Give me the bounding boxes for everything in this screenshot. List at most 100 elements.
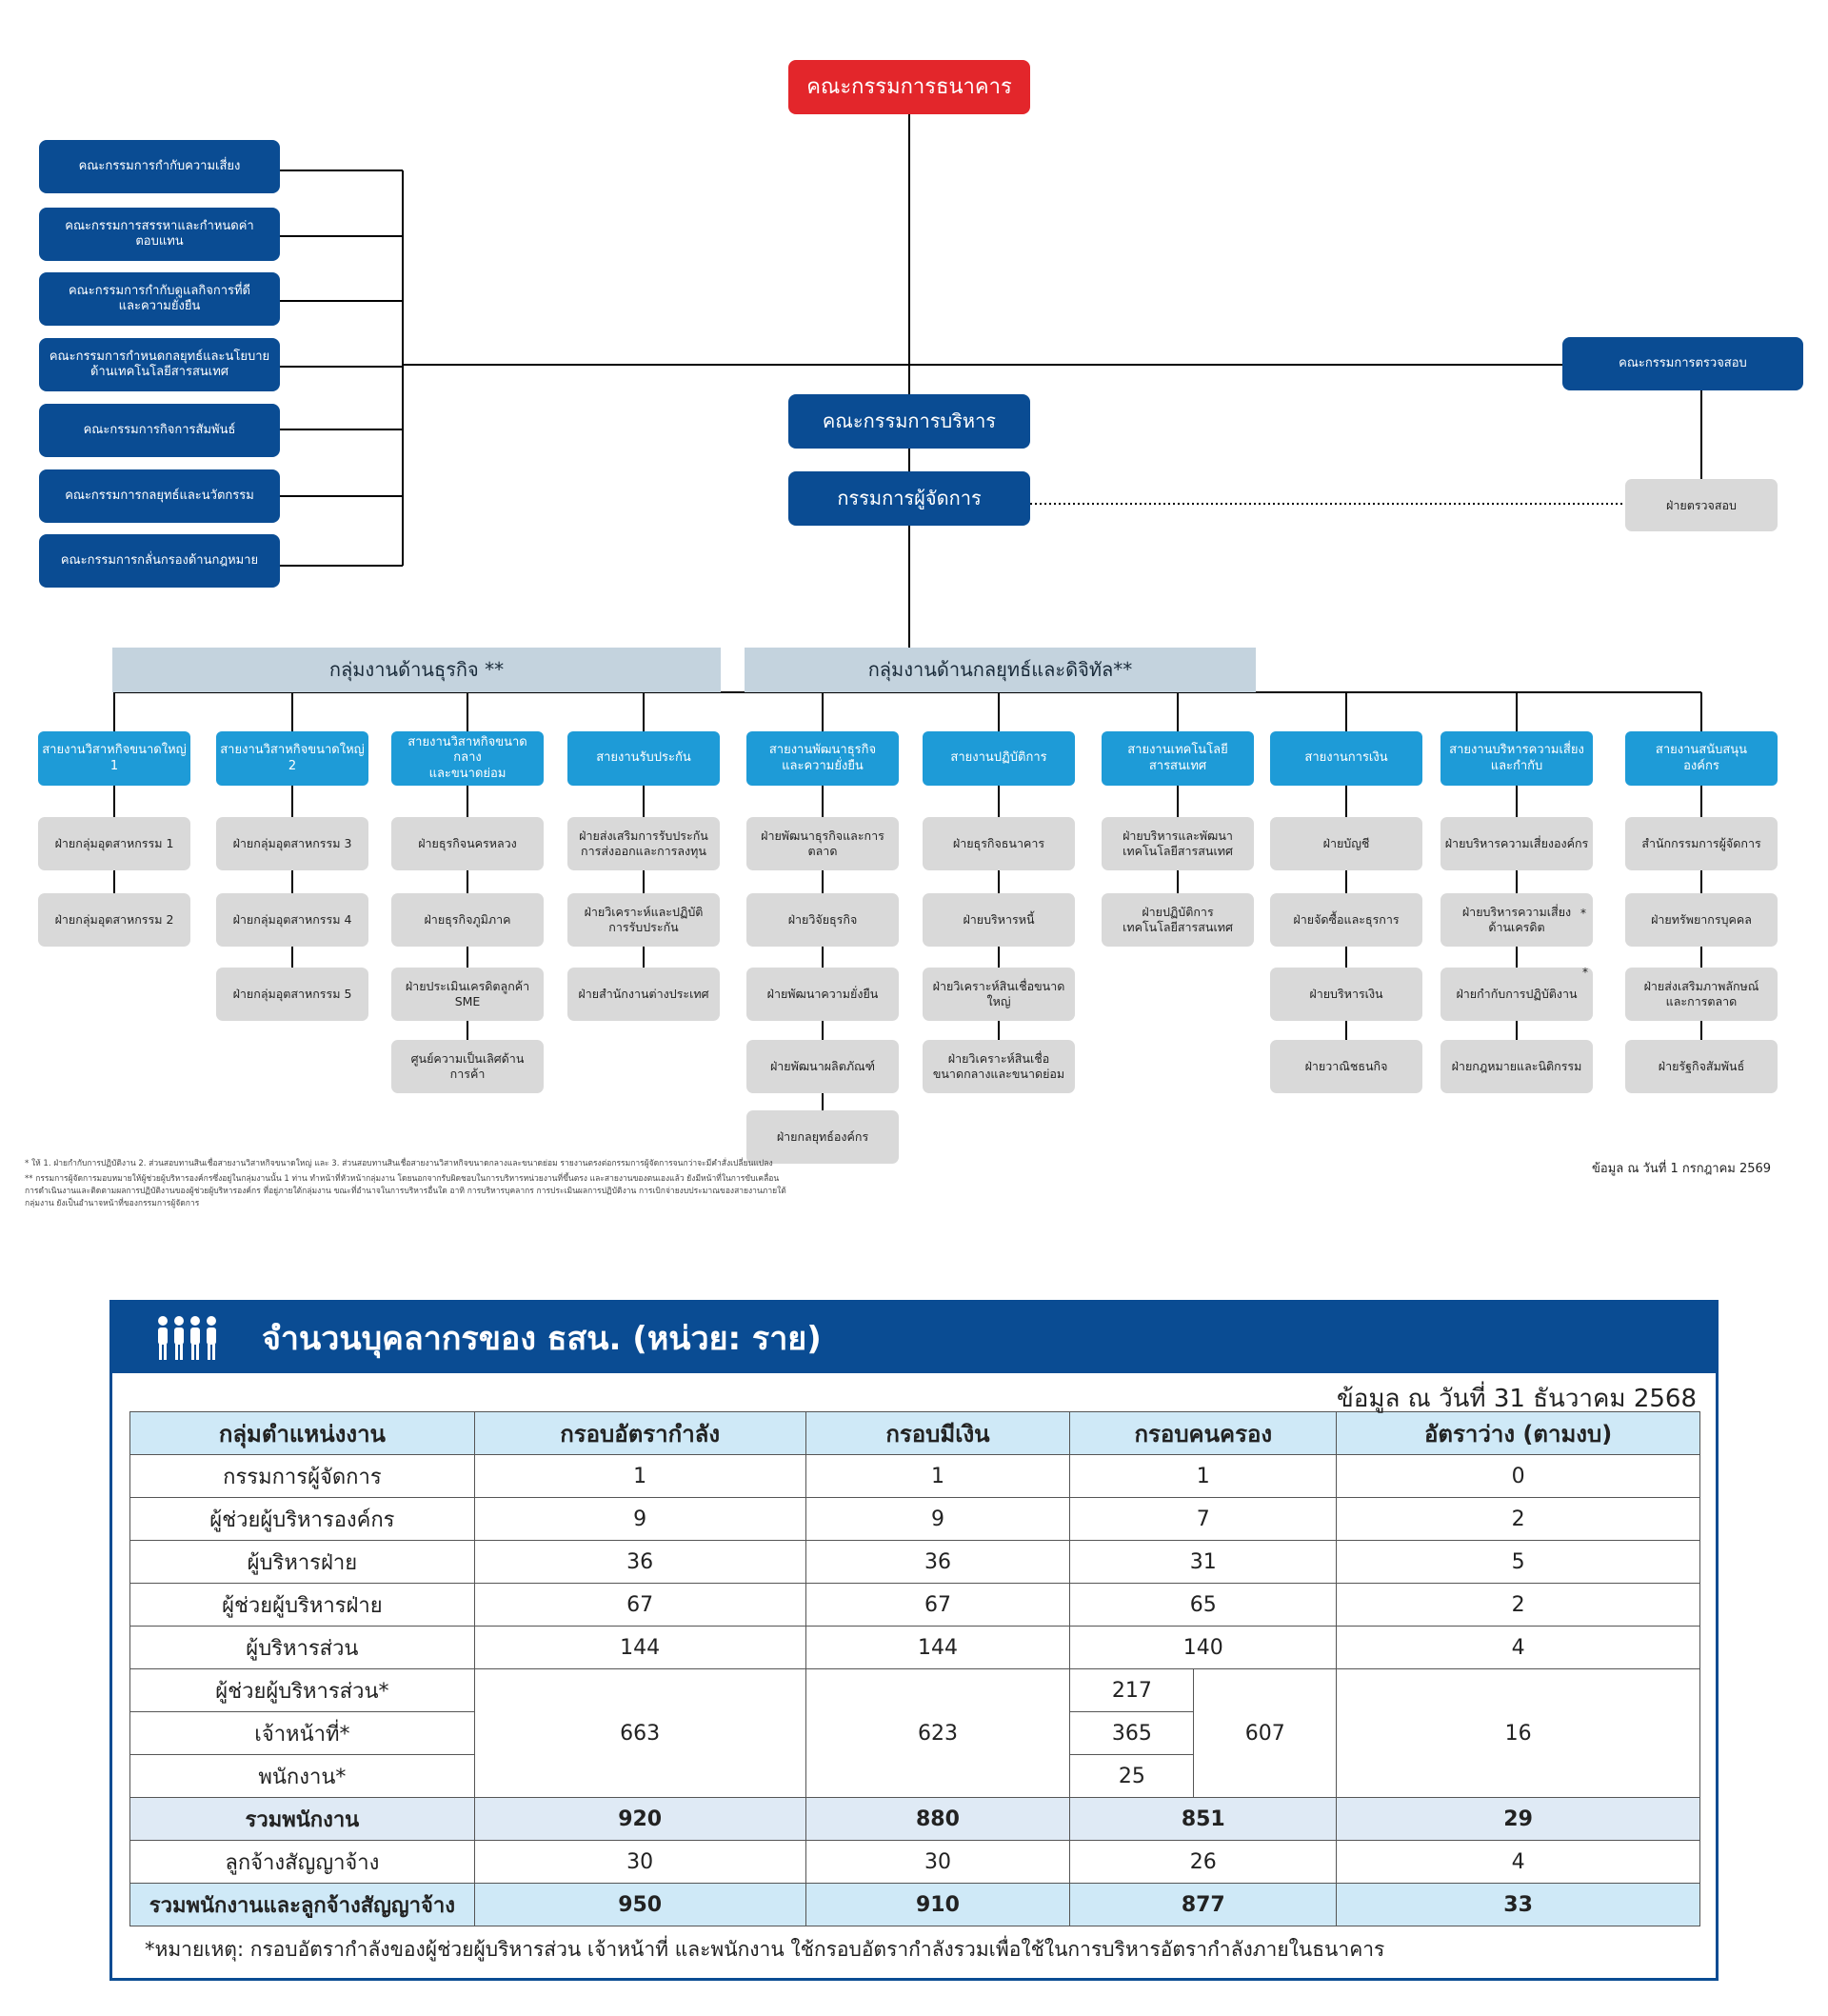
- department-box[interactable]: ฝ่ายทรัพยากรบุคคล: [1625, 893, 1778, 947]
- department-box[interactable]: ฝ่ายส่งเสริมการรับประกัน การส่งออกและการ…: [567, 817, 720, 870]
- department-box[interactable]: ฝ่ายส่งเสริมภาพลักษณ์ และการตลาด: [1625, 968, 1778, 1021]
- strategy-digital-group-band: กลุ่มงานด้านกลยุทธ์และดิจิทัล**: [745, 648, 1256, 692]
- cell-occupied: 140: [1069, 1626, 1338, 1669]
- cell-vacancy: 4: [1336, 1840, 1700, 1884]
- cell-vacancy: 0: [1336, 1454, 1700, 1498]
- department-box[interactable]: ฝ่ายกลุ่มอุตสาหกรรม 3: [216, 817, 368, 870]
- department-box[interactable]: ฝ่ายวิเคราะห์และปฏิบัติ การรับประกัน: [567, 893, 720, 947]
- committee-1[interactable]: คณะกรรมการกำกับความเสี่ยง: [39, 140, 280, 193]
- staff-table-title: จำนวนบุคลากรของ ธสน. (หน่วย: ราย): [262, 1320, 822, 1358]
- table-row: เจ้าหน้าที่* 365: [129, 1711, 1700, 1755]
- staff-table-header: จำนวนบุคลากรของ ธสน. (หน่วย: ราย): [112, 1303, 1716, 1373]
- department-box[interactable]: ฝ่ายรัฐกิจสัมพันธ์: [1625, 1040, 1778, 1093]
- cell-occupied: 877: [1069, 1883, 1338, 1926]
- department-box[interactable]: ฝ่ายปฏิบัติการ เทคโนโลยีสารสนเทศ: [1102, 893, 1254, 947]
- department-box[interactable]: ฝ่ายบริหารหนี้: [923, 893, 1075, 947]
- department-box[interactable]: ฝ่ายสำนักงานต่างประเทศ: [567, 968, 720, 1021]
- department-box[interactable]: ฝ่ายจัดซื้อและธุรการ: [1270, 893, 1422, 947]
- department-box[interactable]: ฝ่ายบริหารเงิน: [1270, 968, 1422, 1021]
- col-header-funded: กรอบมีเงิน: [805, 1411, 1071, 1455]
- department-box[interactable]: สำนักกรรมการผู้จัดการ: [1625, 817, 1778, 870]
- cell-occupied-part: 365: [1069, 1711, 1195, 1755]
- department-box[interactable]: ฝ่ายธุรกิจนครหลวง: [391, 817, 544, 870]
- president[interactable]: กรรมการผู้จัดการ: [788, 471, 1030, 526]
- committee-6[interactable]: คณะกรรมการกลยุทธ์และนวัตกรรม: [39, 469, 280, 523]
- line-box-10[interactable]: สายงานสนับสนุน องค์กร: [1625, 731, 1778, 786]
- cell-framework: 1: [473, 1454, 806, 1498]
- department-box[interactable]: ฝ่ายกฎหมายและนิติกรรม: [1441, 1040, 1593, 1093]
- row-label: รวมพนักงาน: [129, 1797, 475, 1841]
- department-box[interactable]: ฝ่ายกลุ่มอุตสาหกรรม 2: [38, 893, 190, 947]
- line-box-5[interactable]: สายงานพัฒนาธุรกิจ และความยั่งยืน: [746, 731, 899, 786]
- department-box[interactable]: ฝ่ายบริหารความเสี่ยง ด้านเครดิต: [1441, 893, 1593, 947]
- staff-table-panel: จำนวนบุคลากรของ ธสน. (หน่วย: ราย) ข้อมูล…: [109, 1300, 1719, 1981]
- department-box[interactable]: ฝ่ายพัฒนาธุรกิจและการตลาด: [746, 817, 899, 870]
- committee-5[interactable]: คณะกรรมการกิจการสัมพันธ์: [39, 404, 280, 457]
- committee-4[interactable]: คณะกรรมการกำหนดกลยุทธ์และนโยบาย ด้านเทคโ…: [39, 338, 280, 391]
- cell-vacancy: 29: [1336, 1797, 1700, 1841]
- department-box[interactable]: ฝ่ายบัญชี: [1270, 817, 1422, 870]
- line-box-1[interactable]: สายงานวิสาหกิจขนาดใหญ่ 1: [38, 731, 190, 786]
- committee-7[interactable]: คณะกรรมการกลั่นกรองด้านกฎหมาย: [39, 534, 280, 588]
- committee-2[interactable]: คณะกรรมการสรรหาและกำหนดค่าตอบแทน: [39, 208, 280, 261]
- cell-vacancy: 5: [1336, 1540, 1700, 1584]
- cell-framework: 67: [473, 1583, 806, 1627]
- line-box-3[interactable]: สายงานวิสาหกิจขนาดกลาง และขนาดย่อม: [391, 731, 544, 786]
- line-box-4[interactable]: สายงานรับประกัน: [567, 731, 720, 786]
- compliance-star: *: [1582, 966, 1588, 979]
- line-box-7[interactable]: สายงานเทคโนโลยีสารสนเทศ: [1102, 731, 1254, 786]
- department-box[interactable]: ฝ่ายธุรกิจภูมิภาค: [391, 893, 544, 947]
- department-box[interactable]: ฝ่ายกลุ่มอุตสาหกรรม 4: [216, 893, 368, 947]
- department-box[interactable]: ฝ่ายพัฒนาผลิตภัณฑ์: [746, 1040, 899, 1093]
- people-icon: [155, 1314, 222, 1362]
- line-box-9[interactable]: สายงานบริหารความเสี่ยง และกำกับ: [1441, 731, 1593, 786]
- department-box[interactable]: ฝ่ายพัฒนาความยั่งยืน: [746, 968, 899, 1021]
- cell-funded: 1: [805, 1454, 1071, 1498]
- line-box-2[interactable]: สายงานวิสาหกิจขนาดใหญ่ 2: [216, 731, 368, 786]
- cell-framework: 30: [473, 1840, 806, 1884]
- cell-framework: 144: [473, 1626, 806, 1669]
- department-box[interactable]: ฝ่ายวิเคราะห์สินเชื่อขนาดใหญ่: [923, 968, 1075, 1021]
- audit-department[interactable]: ฝ่ายตรวจสอบ: [1625, 479, 1778, 531]
- department-box[interactable]: ฝ่ายกลุ่มอุตสาหกรรม 5: [216, 968, 368, 1021]
- col-header-occupied: กรอบคนครอง: [1069, 1411, 1338, 1455]
- org-as-of-date: ข้อมูล ณ วันที่ 1 กรกฎาคม 2569: [1592, 1162, 1772, 1176]
- department-box[interactable]: ฝ่ายวิจัยธุรกิจ: [746, 893, 899, 947]
- footnote-2: ** กรรมการผู้จัดการมอบหมายให้ผู้ช่วยผู้บ…: [25, 1174, 786, 1209]
- cell-occupied: 607: [1193, 1668, 1338, 1798]
- committee-3[interactable]: คณะกรรมการกำกับดูแลกิจการที่ดี และความยั…: [39, 272, 280, 326]
- department-box[interactable]: ฝ่ายวิเคราะห์สินเชื่อ ขนาดกลางและขนาดย่อ…: [923, 1040, 1075, 1093]
- department-box[interactable]: ฝ่ายกลุ่มอุตสาหกรรม 1: [38, 817, 190, 870]
- audit-committee[interactable]: คณะกรรมการตรวจสอบ: [1562, 337, 1803, 390]
- department-box[interactable]: ฝ่ายบริหารความเสี่ยงองค์กร: [1441, 817, 1593, 870]
- executive-committee[interactable]: คณะกรรมการบริหาร: [788, 394, 1030, 449]
- line-box-8[interactable]: สายงานการเงิน: [1270, 731, 1422, 786]
- row-label: เจ้าหน้าที่*: [129, 1711, 475, 1755]
- cell-vacancy: 33: [1336, 1883, 1700, 1926]
- col-header-framework: กรอบอัตรากำลัง: [473, 1411, 806, 1455]
- department-box[interactable]: ศูนย์ความเป็นเลิศด้าน การค้า: [391, 1040, 544, 1093]
- cell-funded: 67: [805, 1583, 1071, 1627]
- row-label: ผู้บริหารฝ่าย: [129, 1540, 475, 1584]
- department-box[interactable]: ฝ่ายบริหารและพัฒนา เทคโนโลยีสารสนเทศ: [1102, 817, 1254, 870]
- department-box[interactable]: ฝ่ายกลยุทธ์องค์กร: [746, 1110, 899, 1164]
- cell-framework: 9: [473, 1497, 806, 1541]
- department-box[interactable]: ฝ่ายประเมินเครดิตลูกค้า SME: [391, 968, 544, 1021]
- cell-framework: 663: [473, 1668, 806, 1798]
- board-of-directors[interactable]: คณะกรรมการธนาคาร: [788, 60, 1030, 114]
- line-box-6[interactable]: สายงานปฏิบัติการ: [923, 731, 1075, 786]
- staff-as-of-date: ข้อมูล ณ วันที่ 31 ธันวาคม 2568: [1336, 1385, 1697, 1413]
- cell-framework: 36: [473, 1540, 806, 1584]
- business-group-band: กลุ่มงานด้านธุรกิจ **: [112, 648, 721, 692]
- department-box[interactable]: ฝ่ายวาณิชธนกิจ: [1270, 1040, 1422, 1093]
- footnote-1: * ให้ 1. ฝ่ายกำกับการปฏิบัติงาน 2. ส่วนส…: [25, 1159, 773, 1168]
- department-box[interactable]: ฝ่ายกำกับการปฏิบัติงาน: [1441, 968, 1593, 1021]
- department-box[interactable]: ฝ่ายธุรกิจธนาคาร: [923, 817, 1075, 870]
